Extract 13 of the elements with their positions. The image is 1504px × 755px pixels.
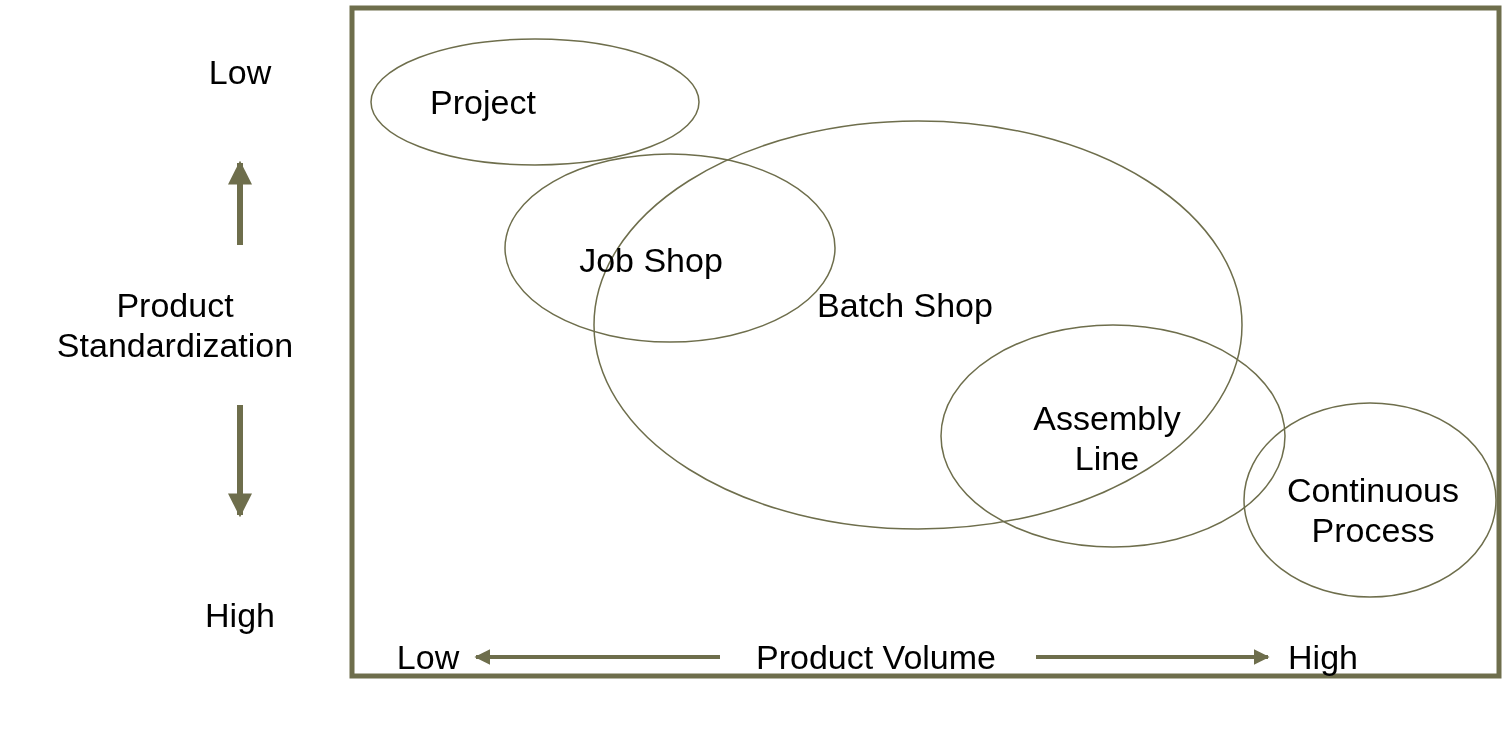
category-label: Project bbox=[430, 82, 536, 122]
axis-title: Product Volume bbox=[756, 637, 996, 677]
axis-label: Low bbox=[208, 52, 272, 92]
category-ellipse bbox=[940, 324, 1286, 548]
axis-title: Product Standardization bbox=[55, 285, 295, 365]
category-label: Batch Shop bbox=[817, 285, 993, 325]
axis-label: High bbox=[205, 595, 275, 635]
category-label: Assembly Line bbox=[1032, 398, 1182, 478]
category-ellipse bbox=[1243, 402, 1497, 598]
axis-label: Low bbox=[396, 637, 460, 677]
category-ellipse bbox=[370, 38, 700, 166]
axis-label: High bbox=[1288, 637, 1358, 677]
category-label: Continuous Process bbox=[1286, 470, 1460, 550]
